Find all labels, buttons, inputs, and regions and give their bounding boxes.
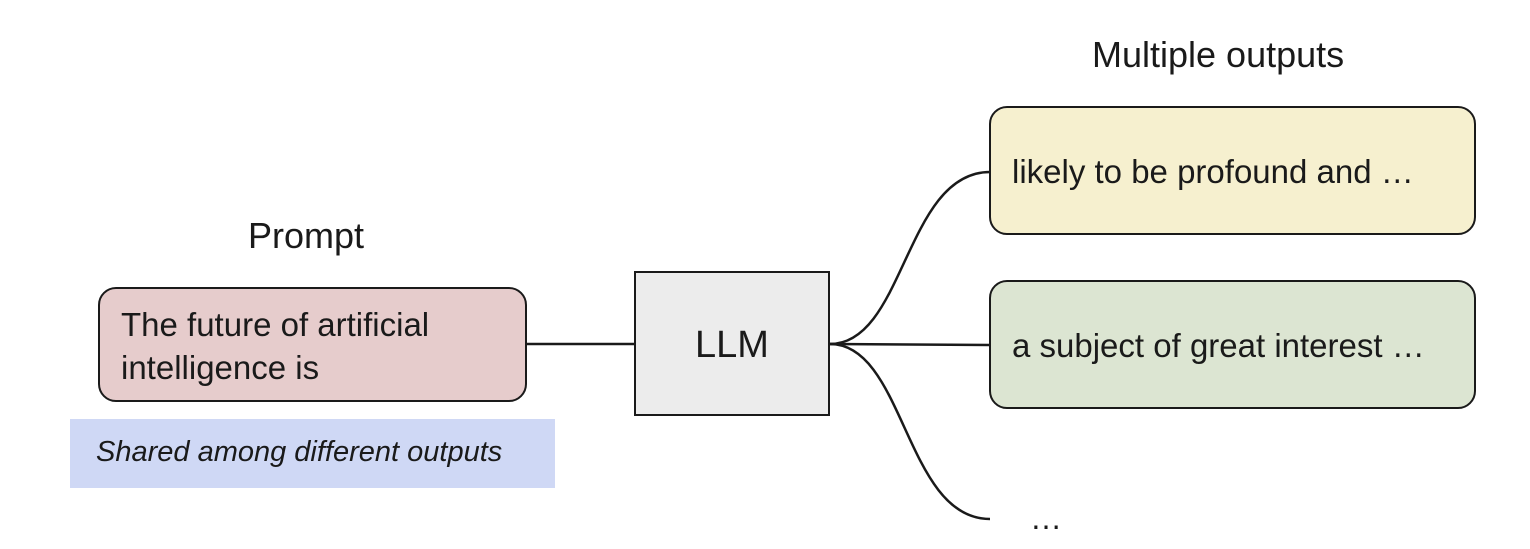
output-1-text: likely to be profound and … bbox=[1012, 153, 1414, 190]
shared-note: Shared among different outputs bbox=[70, 419, 555, 488]
output-box-1: likely to be profound and … bbox=[989, 106, 1476, 235]
llm-to-output-2-line bbox=[829, 342, 991, 347]
prompt-text-line-2: intelligence is bbox=[121, 349, 320, 386]
prompt-heading: Prompt bbox=[248, 215, 365, 256]
output-2-text: a subject of great interest … bbox=[1012, 327, 1425, 364]
shared-note-text: Shared among different outputs bbox=[96, 436, 503, 468]
outputs-heading: Multiple outputs bbox=[1092, 34, 1345, 75]
llm-box: LLM bbox=[634, 271, 830, 416]
output-box-2: a subject of great interest … bbox=[989, 280, 1476, 409]
llm-to-more-outputs-curve bbox=[829, 342, 991, 521]
more-outputs-ellipsis: … bbox=[1030, 500, 1062, 536]
llm-label: LLM bbox=[695, 324, 769, 366]
prompt-box: The future of artificial intelligence is bbox=[98, 287, 527, 402]
prompt-text-line-1: The future of artificial bbox=[121, 306, 430, 343]
llm-to-output-1-curve bbox=[829, 170, 991, 346]
